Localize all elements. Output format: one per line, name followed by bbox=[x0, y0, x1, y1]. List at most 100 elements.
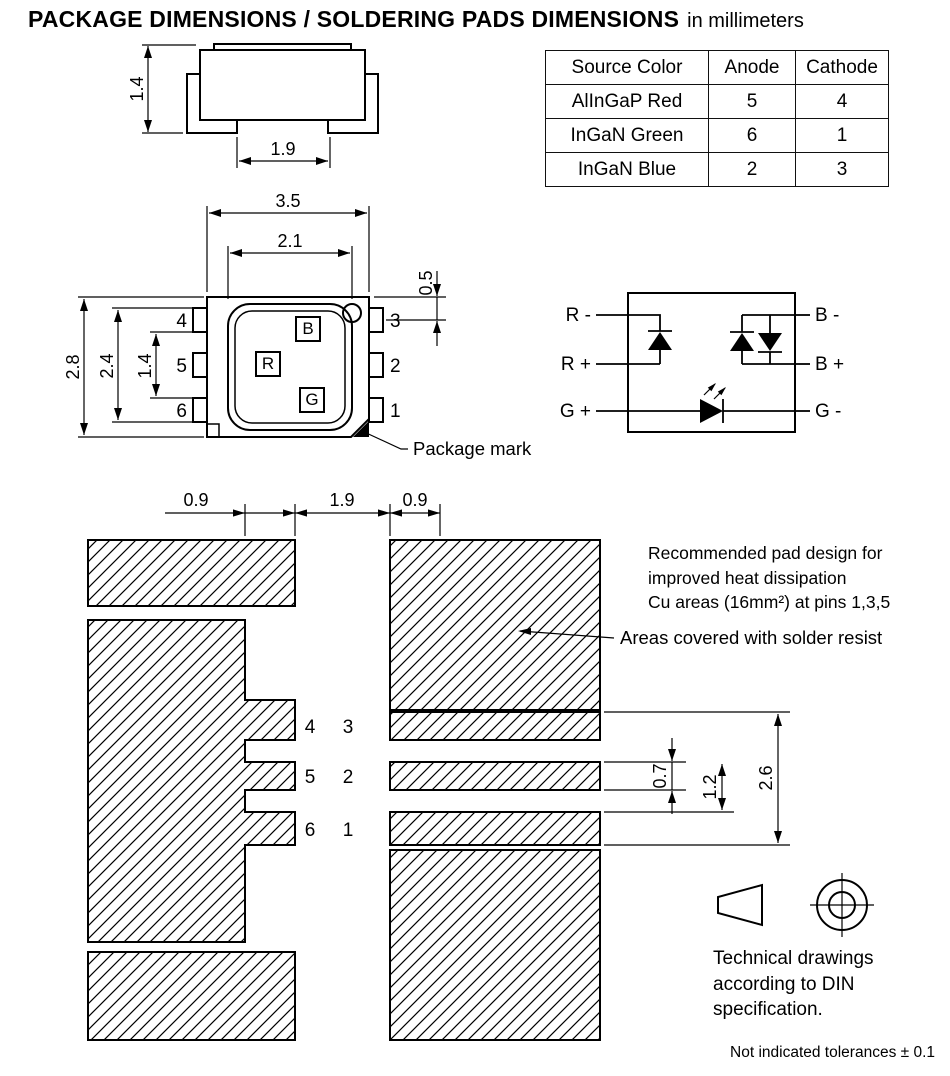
pad-pin-5-number: 5 bbox=[305, 767, 316, 788]
din-note-line: specification. bbox=[713, 999, 823, 1020]
side-view-drawing: 1.4 1.9 bbox=[127, 43, 379, 168]
col-header-anode: Anode bbox=[708, 50, 796, 85]
green-chip bbox=[299, 387, 325, 413]
pin-6-number: 6 bbox=[176, 401, 187, 422]
terminal-b-plus: B + bbox=[815, 354, 844, 375]
pad-pin-2-number: 2 bbox=[343, 767, 354, 788]
solder-resist-leader bbox=[519, 630, 615, 639]
dim-pad-width-right: 0.9 bbox=[402, 490, 427, 510]
blue-chip-label: B bbox=[302, 319, 313, 338]
dim-strip-height: 0.7 bbox=[650, 763, 670, 788]
dim-strip-pitch: 1.2 bbox=[700, 774, 720, 799]
pad-design-note: Recommended pad design for improved heat… bbox=[648, 541, 950, 615]
pad-area-bottom-left bbox=[87, 951, 296, 1041]
dim-overall-width: 3.5 bbox=[275, 191, 300, 211]
pad-area-top-left bbox=[87, 539, 296, 607]
dim-strip-span: 2.6 bbox=[756, 765, 776, 790]
table-row: InGaN Blue 2 3 bbox=[545, 152, 889, 187]
lead-right bbox=[327, 73, 379, 134]
emitter-window-inner bbox=[234, 310, 346, 424]
red-chip-label: R bbox=[262, 354, 274, 373]
cell-cathode: 1 bbox=[795, 118, 889, 153]
pin-4-pad bbox=[192, 307, 208, 333]
pin-4-number: 4 bbox=[176, 311, 187, 332]
solder-resist-arrow bbox=[518, 628, 531, 635]
pad-layout-drawing: 4 5 6 3 2 1 0.9 1.9 0.9 0.7 1.2 2.6 bbox=[87, 490, 882, 1041]
cell-cathode: 4 bbox=[795, 84, 889, 119]
din-note-line: according to DIN bbox=[713, 973, 855, 995]
table-row: InGaN Green 6 1 bbox=[545, 118, 889, 153]
table-header-row: Source Color Anode Cathode bbox=[545, 50, 889, 85]
terminal-g-minus: G - bbox=[815, 401, 841, 422]
terminal-g-plus: G + bbox=[560, 401, 591, 422]
table-row: AlInGaP Red 5 4 bbox=[545, 84, 889, 119]
pin-assignment-table: Source Color Anode Cathode AlInGaP Red 5… bbox=[545, 50, 889, 187]
cell-anode: 5 bbox=[708, 84, 796, 119]
pad-design-note-line: improved heat dissipation bbox=[648, 567, 847, 588]
pin-5-pad bbox=[192, 352, 208, 378]
blue-diode-symbol bbox=[730, 314, 795, 365]
green-chip-label: G bbox=[305, 390, 318, 409]
pin-1-number: 1 bbox=[390, 401, 401, 422]
dim-pad-gap: 1.9 bbox=[329, 490, 354, 510]
pad-area-top-right bbox=[389, 539, 601, 711]
dim-pad-width-left: 0.9 bbox=[183, 490, 208, 510]
din-note-line: Technical drawings bbox=[713, 948, 874, 969]
pin-5-number: 5 bbox=[176, 356, 187, 377]
green-diode-symbol bbox=[628, 383, 795, 423]
lead-left bbox=[186, 73, 238, 134]
package-mark-label: Package mark bbox=[413, 438, 532, 459]
pad-area-bottom-right bbox=[389, 849, 601, 1041]
pad-design-note-line: Cu areas (16mm²) at pins 1,3,5 bbox=[648, 592, 891, 612]
dim-emitter-width: 2.1 bbox=[277, 231, 302, 251]
cell-anode: 2 bbox=[708, 152, 796, 187]
pin-2-pad bbox=[368, 352, 384, 378]
pad-pin-4-number: 4 bbox=[305, 717, 316, 738]
pad-strip-2 bbox=[389, 761, 601, 791]
cell-cathode: 3 bbox=[795, 152, 889, 187]
cell-color: InGaN Blue bbox=[545, 152, 709, 187]
dim-lead-span: 1.9 bbox=[270, 139, 295, 159]
top-view-drawing: B R G 4 5 6 3 2 1 3.5 2.1 0.5 bbox=[63, 191, 532, 459]
solder-resist-label: Areas covered with solder resist bbox=[620, 627, 882, 648]
cone-frustum-icon bbox=[717, 883, 763, 927]
dim-side-height: 1.4 bbox=[127, 76, 147, 101]
col-header-cathode: Cathode bbox=[795, 50, 889, 85]
package-side-body bbox=[199, 49, 366, 121]
red-diode-symbol bbox=[628, 314, 672, 365]
pad-pin-1-number: 1 bbox=[343, 820, 354, 841]
din-note: Technical drawings according to DIN spec… bbox=[713, 946, 948, 1023]
pad-design-note-line: Recommended pad design for bbox=[648, 543, 883, 563]
pin-1-pad bbox=[368, 397, 384, 423]
pin-3-pad bbox=[368, 307, 384, 333]
din-projection-symbols bbox=[717, 873, 874, 937]
emitter-window-outer bbox=[227, 303, 353, 431]
page-title-unit: in millimeters bbox=[687, 10, 804, 32]
pad-pin-6-number: 6 bbox=[305, 820, 316, 841]
dim-pin-inner-span: 1.4 bbox=[135, 353, 155, 378]
pin-3-number: 3 bbox=[390, 311, 401, 332]
dim-pin-top-offset: 0.5 bbox=[416, 270, 436, 295]
tolerance-note: Not indicated tolerances ± 0.1 bbox=[730, 1044, 935, 1061]
circuit-diagram: R - R + G + B - B + G - bbox=[560, 292, 844, 433]
dim-pin-span: 2.4 bbox=[97, 353, 117, 378]
pad-strip-3 bbox=[389, 711, 601, 741]
terminal-b-minus: B - bbox=[815, 305, 839, 326]
package-mark-leader bbox=[361, 430, 408, 450]
cell-color: AlInGaP Red bbox=[545, 84, 709, 119]
dim-overall-height: 2.8 bbox=[63, 354, 83, 379]
pad-strip-1 bbox=[389, 811, 601, 846]
cell-anode: 6 bbox=[708, 118, 796, 153]
circuit-box bbox=[627, 292, 796, 433]
pad-pin-3-number: 3 bbox=[343, 717, 354, 738]
pin-2-number: 2 bbox=[390, 356, 401, 377]
pad-area-main-left bbox=[87, 619, 296, 943]
col-header-source-color: Source Color bbox=[545, 50, 709, 85]
page-title-main: PACKAGE DIMENSIONS / SOLDERING PADS DIME… bbox=[28, 6, 680, 32]
red-chip bbox=[255, 351, 281, 377]
blue-chip bbox=[295, 316, 321, 342]
page-title: PACKAGE DIMENSIONS / SOLDERING PADS DIME… bbox=[28, 6, 804, 33]
pin-6-pad bbox=[192, 397, 208, 423]
